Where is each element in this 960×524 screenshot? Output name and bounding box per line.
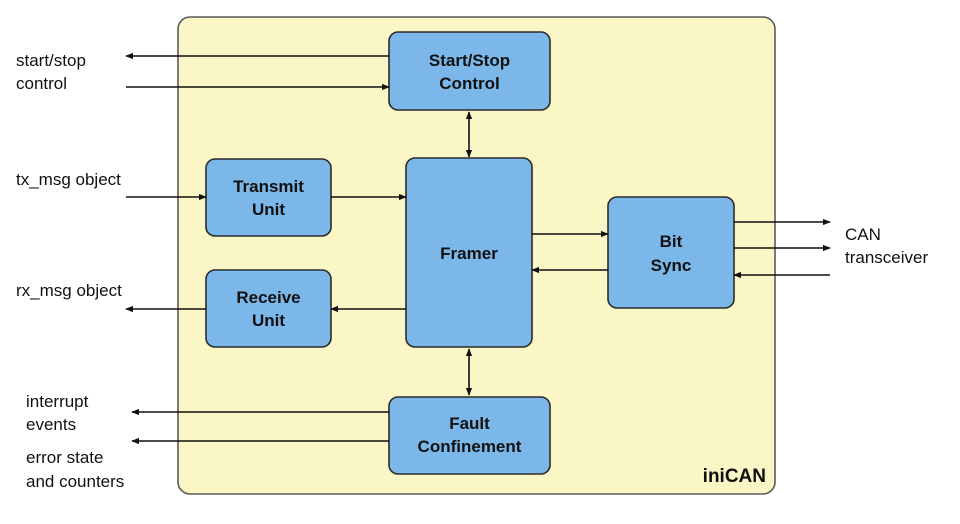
tx-msg-external-label: tx_msg object [16, 170, 121, 189]
can-transceiver-external-label-line1: CAN [845, 225, 881, 244]
start-stop-external-label-line2: control [16, 74, 67, 93]
fault-confinement-label-line1: Fault [449, 414, 490, 433]
start-stop-control-block: Start/Stop Control [388, 31, 551, 111]
rx-msg-external-label: rx_msg object [16, 281, 122, 300]
can-transceiver-external-label-line2: transceiver [845, 248, 928, 267]
start-stop-control-label-line1: Start/Stop [429, 51, 510, 70]
receive-unit-block: Receive Unit [205, 269, 332, 348]
error-state-external-label-line1: error state [26, 448, 103, 467]
receive-unit-label-line2: Unit [252, 311, 285, 330]
framer-block: Framer [405, 157, 533, 348]
framer-label: Framer [440, 244, 498, 263]
receive-unit-label-line1: Receive [236, 288, 300, 307]
fault-confinement-block: Fault Confinement [388, 396, 551, 475]
fault-confinement-label-line2: Confinement [418, 437, 522, 456]
interrupt-external-label-line2: events [26, 415, 76, 434]
interrupt-external-label-line1: interrupt [26, 392, 89, 411]
transmit-unit-block: Transmit Unit [205, 158, 332, 237]
bit-sync-label-line2: Sync [651, 256, 692, 275]
bit-sync-label-line1: Bit [660, 232, 683, 251]
inican-label: iniCAN [703, 466, 766, 487]
error-state-external-label-line2: and counters [26, 472, 124, 491]
start-stop-external-label-line1: start/stop [16, 51, 86, 70]
bit-sync-block: Bit Sync [607, 196, 735, 309]
transmit-unit-label-line2: Unit [252, 200, 285, 219]
start-stop-control-label-line2: Control [439, 74, 499, 93]
transmit-unit-label-line1: Transmit [233, 177, 304, 196]
